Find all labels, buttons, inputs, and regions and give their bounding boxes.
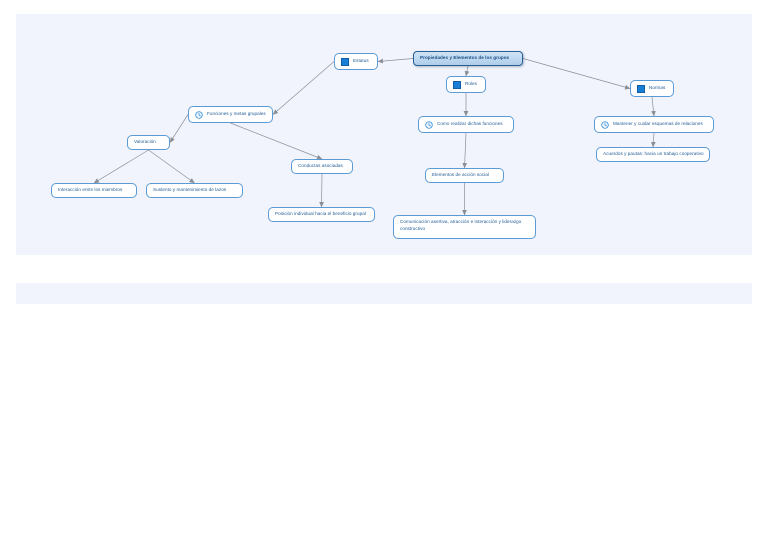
- edge-normas-to-mantener: [651, 96, 656, 117]
- edge-como-to-elementos: [462, 132, 468, 169]
- node-mantener[interactable]: Mantener y cuidar esquemas de relaciones: [594, 116, 714, 133]
- node-conductas[interactable]: Conductas asociadas: [291, 159, 353, 174]
- edge-root-to-normas: [522, 58, 631, 90]
- edge-valoracion-to-sustento: [148, 149, 195, 184]
- edge-estatus-to-funciones: [272, 61, 335, 115]
- node-label: Estatus: [353, 58, 369, 64]
- node-label: Sustento y mantenimiento de lazos: [153, 187, 227, 193]
- node-label: Conductas asociadas: [298, 163, 343, 169]
- node-label: Interacción entre los miembros: [58, 187, 123, 193]
- node-interaccion[interactable]: Interacción entre los miembros: [51, 183, 137, 198]
- node-label: Normas: [649, 85, 666, 91]
- node-valoracion[interactable]: Valoración: [127, 135, 170, 150]
- square-icon: [637, 84, 645, 93]
- node-normas[interactable]: Normas: [630, 80, 674, 97]
- edge-conductas-to-posicion: [319, 173, 324, 208]
- edge-funciones-to-conductas: [230, 122, 323, 160]
- clock-icon: [195, 110, 203, 119]
- node-sustento[interactable]: Sustento y mantenimiento de lazos: [146, 183, 243, 198]
- clock-icon: [425, 120, 433, 129]
- node-label: Elementos de acción social: [432, 172, 489, 178]
- node-root[interactable]: Propiedades y Elementos de los grupos: [413, 51, 523, 66]
- edges-layer: [93, 58, 656, 216]
- edge-valoracion-to-interaccion: [93, 149, 149, 184]
- edge-root-to-roles: [464, 65, 470, 77]
- edge-mantener-to-acuerdos: [650, 132, 656, 148]
- clock-icon: [601, 120, 609, 129]
- node-estatus[interactable]: Estatus: [334, 53, 378, 70]
- node-comunicacion[interactable]: Comunicación asertiva, atracción e inter…: [393, 215, 536, 239]
- square-icon: [341, 57, 349, 66]
- node-label: Como realizar dichas funciones: [437, 121, 503, 127]
- node-label: Posición individual hacia el beneficio g…: [275, 211, 366, 217]
- node-label: Propiedades y Elementos de los grupos: [420, 55, 510, 61]
- node-label: Acuerdos y pautas: hacia un trabajo coop…: [603, 151, 704, 157]
- node-funciones[interactable]: Funciones y metas grupales: [188, 106, 273, 123]
- node-label: Funciones y metas grupales: [207, 111, 266, 117]
- node-label: Comunicación asertiva, atracción e inter…: [400, 219, 522, 231]
- node-posicion[interactable]: Posición individual hacia el beneficio g…: [268, 207, 375, 222]
- node-label: Valoración: [134, 139, 156, 145]
- secondary-panel-strip: [16, 283, 752, 304]
- node-label: Roles: [465, 81, 477, 87]
- node-como[interactable]: Como realizar dichas funciones: [418, 116, 514, 133]
- edge-root-to-estatus: [377, 58, 414, 64]
- node-label: Mantener y cuidar esquemas de relaciones: [613, 121, 703, 127]
- node-roles[interactable]: Roles: [446, 76, 486, 93]
- node-elementos[interactable]: Elementos de acción social: [425, 168, 504, 183]
- node-acuerdos[interactable]: Acuerdos y pautas: hacia un trabajo coop…: [596, 147, 710, 162]
- edge-funciones-to-valoracion: [169, 114, 189, 143]
- square-icon: [453, 80, 461, 89]
